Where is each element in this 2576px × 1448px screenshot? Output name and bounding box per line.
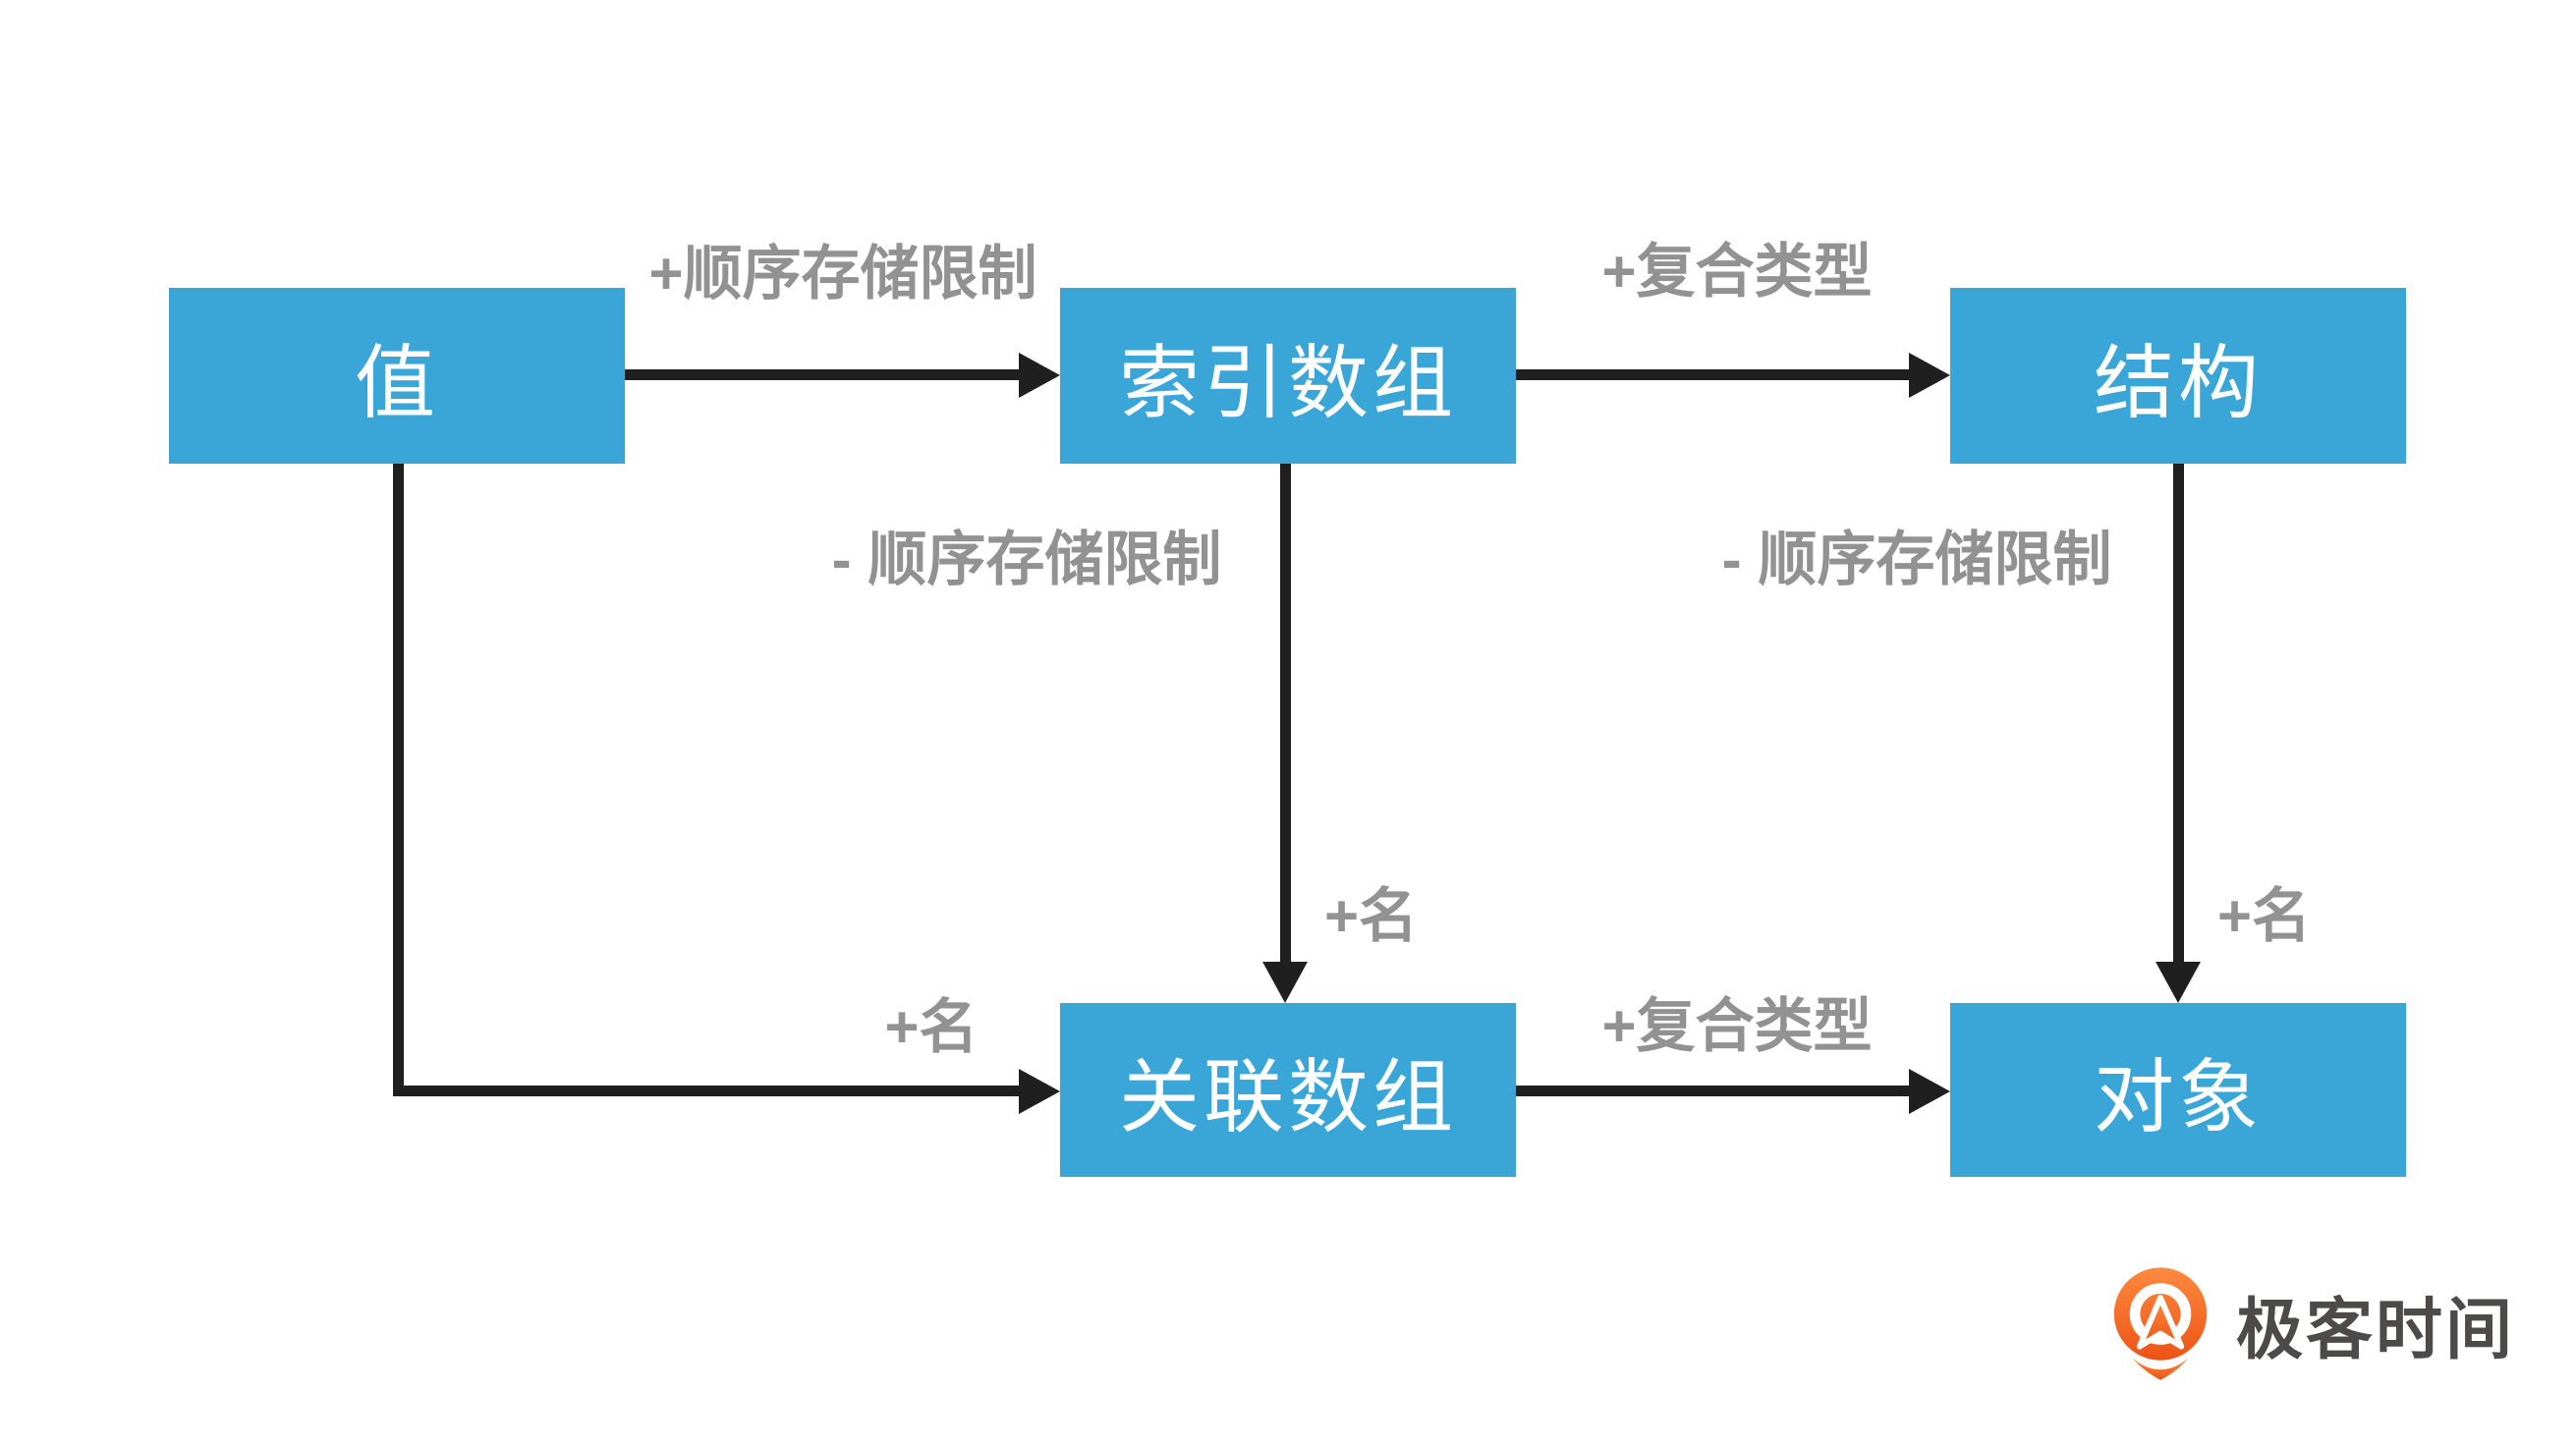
edge-label-name-plus-bottom: +名 bbox=[884, 994, 979, 1060]
arrowhead-down-icon bbox=[2156, 962, 2201, 1003]
edge-indexed-array-to-assoc-array bbox=[1280, 464, 1291, 964]
node-object: 对象 bbox=[1950, 1003, 2406, 1177]
edge-value-to-assoc-array-vertical bbox=[393, 464, 404, 1096]
edge-assoc-array-to-object bbox=[1516, 1086, 1911, 1096]
arrowhead-right-icon bbox=[1909, 353, 1950, 398]
geektime-logo: 极客时间 bbox=[2102, 1265, 2515, 1381]
edge-indexed-array-to-structure bbox=[1516, 369, 1911, 380]
edge-label-name-plus-mid: +名 bbox=[1324, 883, 1419, 949]
node-value: 值 bbox=[169, 288, 625, 464]
node-assoc-array: 关联数组 bbox=[1060, 1003, 1516, 1177]
arrowhead-down-icon bbox=[1262, 962, 1308, 1003]
edge-label-seq-constraint-minus-right: - 顺序存储限制 bbox=[1721, 527, 2112, 592]
edge-label-seq-constraint-minus-left: - 顺序存储限制 bbox=[831, 527, 1222, 592]
arrowhead-right-icon bbox=[1909, 1069, 1950, 1114]
edge-label-seq-constraint-plus: +顺序存储限制 bbox=[648, 241, 1037, 306]
edge-label-composite-type-top: +复合类型 bbox=[1601, 239, 1873, 305]
node-structure: 结构 bbox=[1950, 288, 2406, 464]
edge-structure-to-object bbox=[2173, 464, 2184, 964]
edge-label-composite-type-bottom: +复合类型 bbox=[1601, 993, 1873, 1059]
arrowhead-right-icon bbox=[1019, 1069, 1060, 1114]
edge-label-name-plus-right: +名 bbox=[2217, 883, 2312, 949]
edge-value-to-indexed-array bbox=[625, 369, 1021, 380]
geektime-pin-icon bbox=[2113, 1267, 2208, 1380]
geektime-logo-text: 极客时间 bbox=[2236, 1292, 2516, 1367]
arrowhead-right-icon bbox=[1019, 353, 1060, 398]
edge-value-to-assoc-array-horizontal bbox=[393, 1086, 1021, 1096]
node-indexed-array: 索引数组 bbox=[1060, 288, 1516, 464]
